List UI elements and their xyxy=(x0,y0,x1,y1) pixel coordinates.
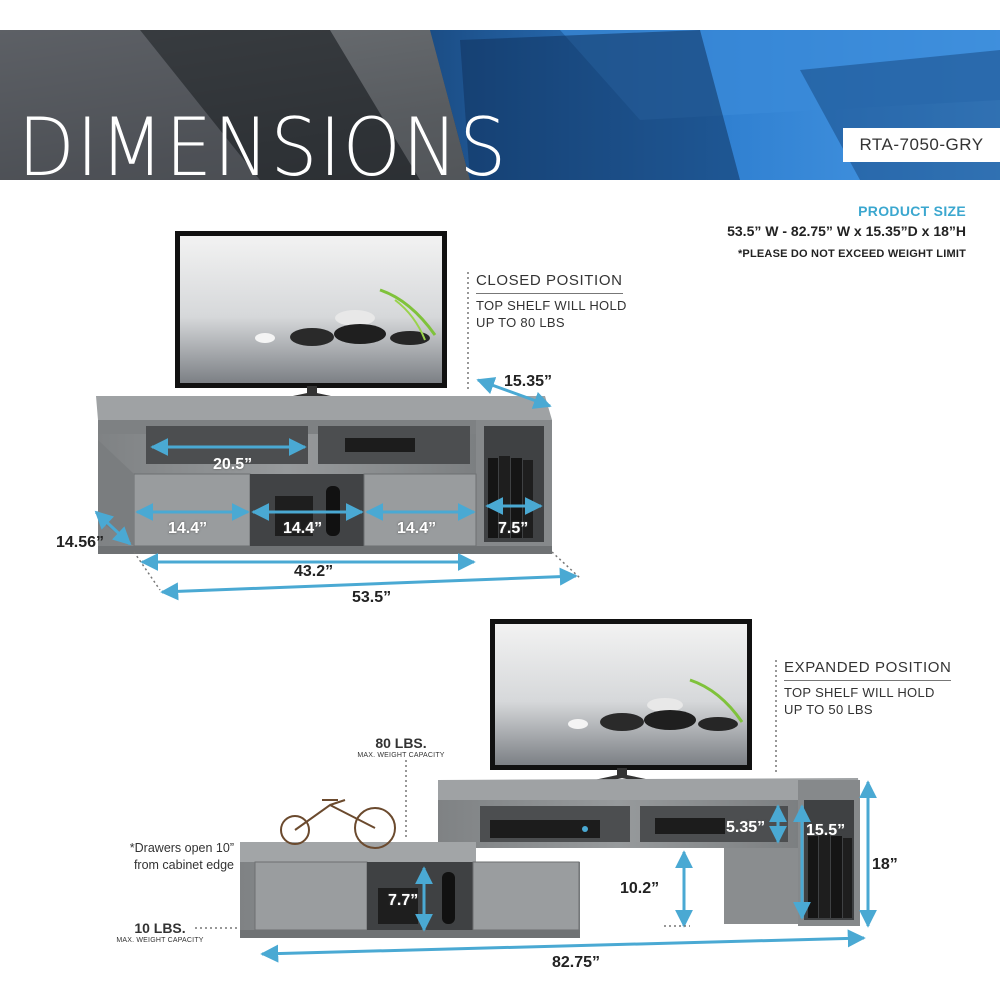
dim-closed-shelf-width: 20.5” xyxy=(213,456,253,473)
bottom-weight-label: MAX. WEIGHT CAPACITY xyxy=(116,937,204,944)
expanded-tv-icon xyxy=(490,619,752,794)
dim-closed-side-shelf: 7.5” xyxy=(498,520,529,537)
weight-warning: *PLEASE DO NOT EXCEED WEIGHT LIMIT xyxy=(737,248,966,260)
sku-badge: RTA-7050-GRY xyxy=(843,128,1000,162)
dim-closed-middle: 14.4” xyxy=(283,520,323,537)
closed-position-note: CLOSED POSITION TOP SHELF WILL HOLD UP T… xyxy=(476,272,646,331)
dim-closed-inner-width: 43.2” xyxy=(294,563,334,580)
dim-expanded-shelf-height: 5.35” xyxy=(726,819,766,836)
dim-expanded-overall-width: 82.75” xyxy=(552,954,601,971)
dim-closed-overall-width: 53.5” xyxy=(352,589,392,606)
product-size-value: 53.5” W - 82.75” W x 15.35”D x 18”H xyxy=(727,223,966,239)
closed-cabinet xyxy=(96,396,552,554)
dim-closed-depth-side: 14.56” xyxy=(56,534,105,551)
dim-expanded-side-height: 15.5” xyxy=(806,822,846,839)
product-size-block: PRODUCT SIZE 53.5” W - 82.75” W x 15.35”… xyxy=(727,203,966,260)
top-weight-capacity: 80 LBS. MAX. WEIGHT CAPACITY xyxy=(349,735,453,759)
bottom-weight-capacity: 10 LBS. MAX. WEIGHT CAPACITY xyxy=(112,920,208,944)
bottom-weight-value: 10 LBS. xyxy=(134,920,186,936)
media-player-icon xyxy=(490,820,600,838)
expanded-position-desc: TOP SHELF WILL HOLD UP TO 50 LBS xyxy=(784,685,935,717)
top-weight-label: MAX. WEIGHT CAPACITY xyxy=(357,752,445,759)
top-weight-value: 80 LBS. xyxy=(375,735,427,751)
dim-closed-drawer-right: 14.4” xyxy=(397,520,437,537)
expanded-position-note: EXPANDED POSITION TOP SHELF WILL HOLD UP… xyxy=(784,659,954,718)
product-size-heading: PRODUCT SIZE xyxy=(858,203,966,219)
dim-closed-depth-top: 15.35” xyxy=(504,373,553,390)
dim-expanded-cubby-height: 7.7” xyxy=(388,892,419,909)
closed-position-title: CLOSED POSITION xyxy=(476,272,623,294)
drawer-note: *Drawers open 10” from cabinet edge xyxy=(129,841,234,872)
dim-closed-drawer-left: 14.4” xyxy=(168,520,208,537)
closed-tv-icon xyxy=(175,231,447,412)
expanded-position-title: EXPANDED POSITION xyxy=(784,659,952,681)
dim-expanded-overall-height: 18” xyxy=(872,856,898,873)
page-title: DIMENSIONS xyxy=(18,101,508,181)
closed-position-desc: TOP SHELF WILL HOLD UP TO 80 LBS xyxy=(476,298,627,330)
dim-expanded-under-clearance: 10.2” xyxy=(620,880,660,897)
bicycle-decor-icon xyxy=(280,799,396,849)
expanded-lower-cabinet xyxy=(240,842,580,938)
expanded-books-icon xyxy=(808,834,852,918)
